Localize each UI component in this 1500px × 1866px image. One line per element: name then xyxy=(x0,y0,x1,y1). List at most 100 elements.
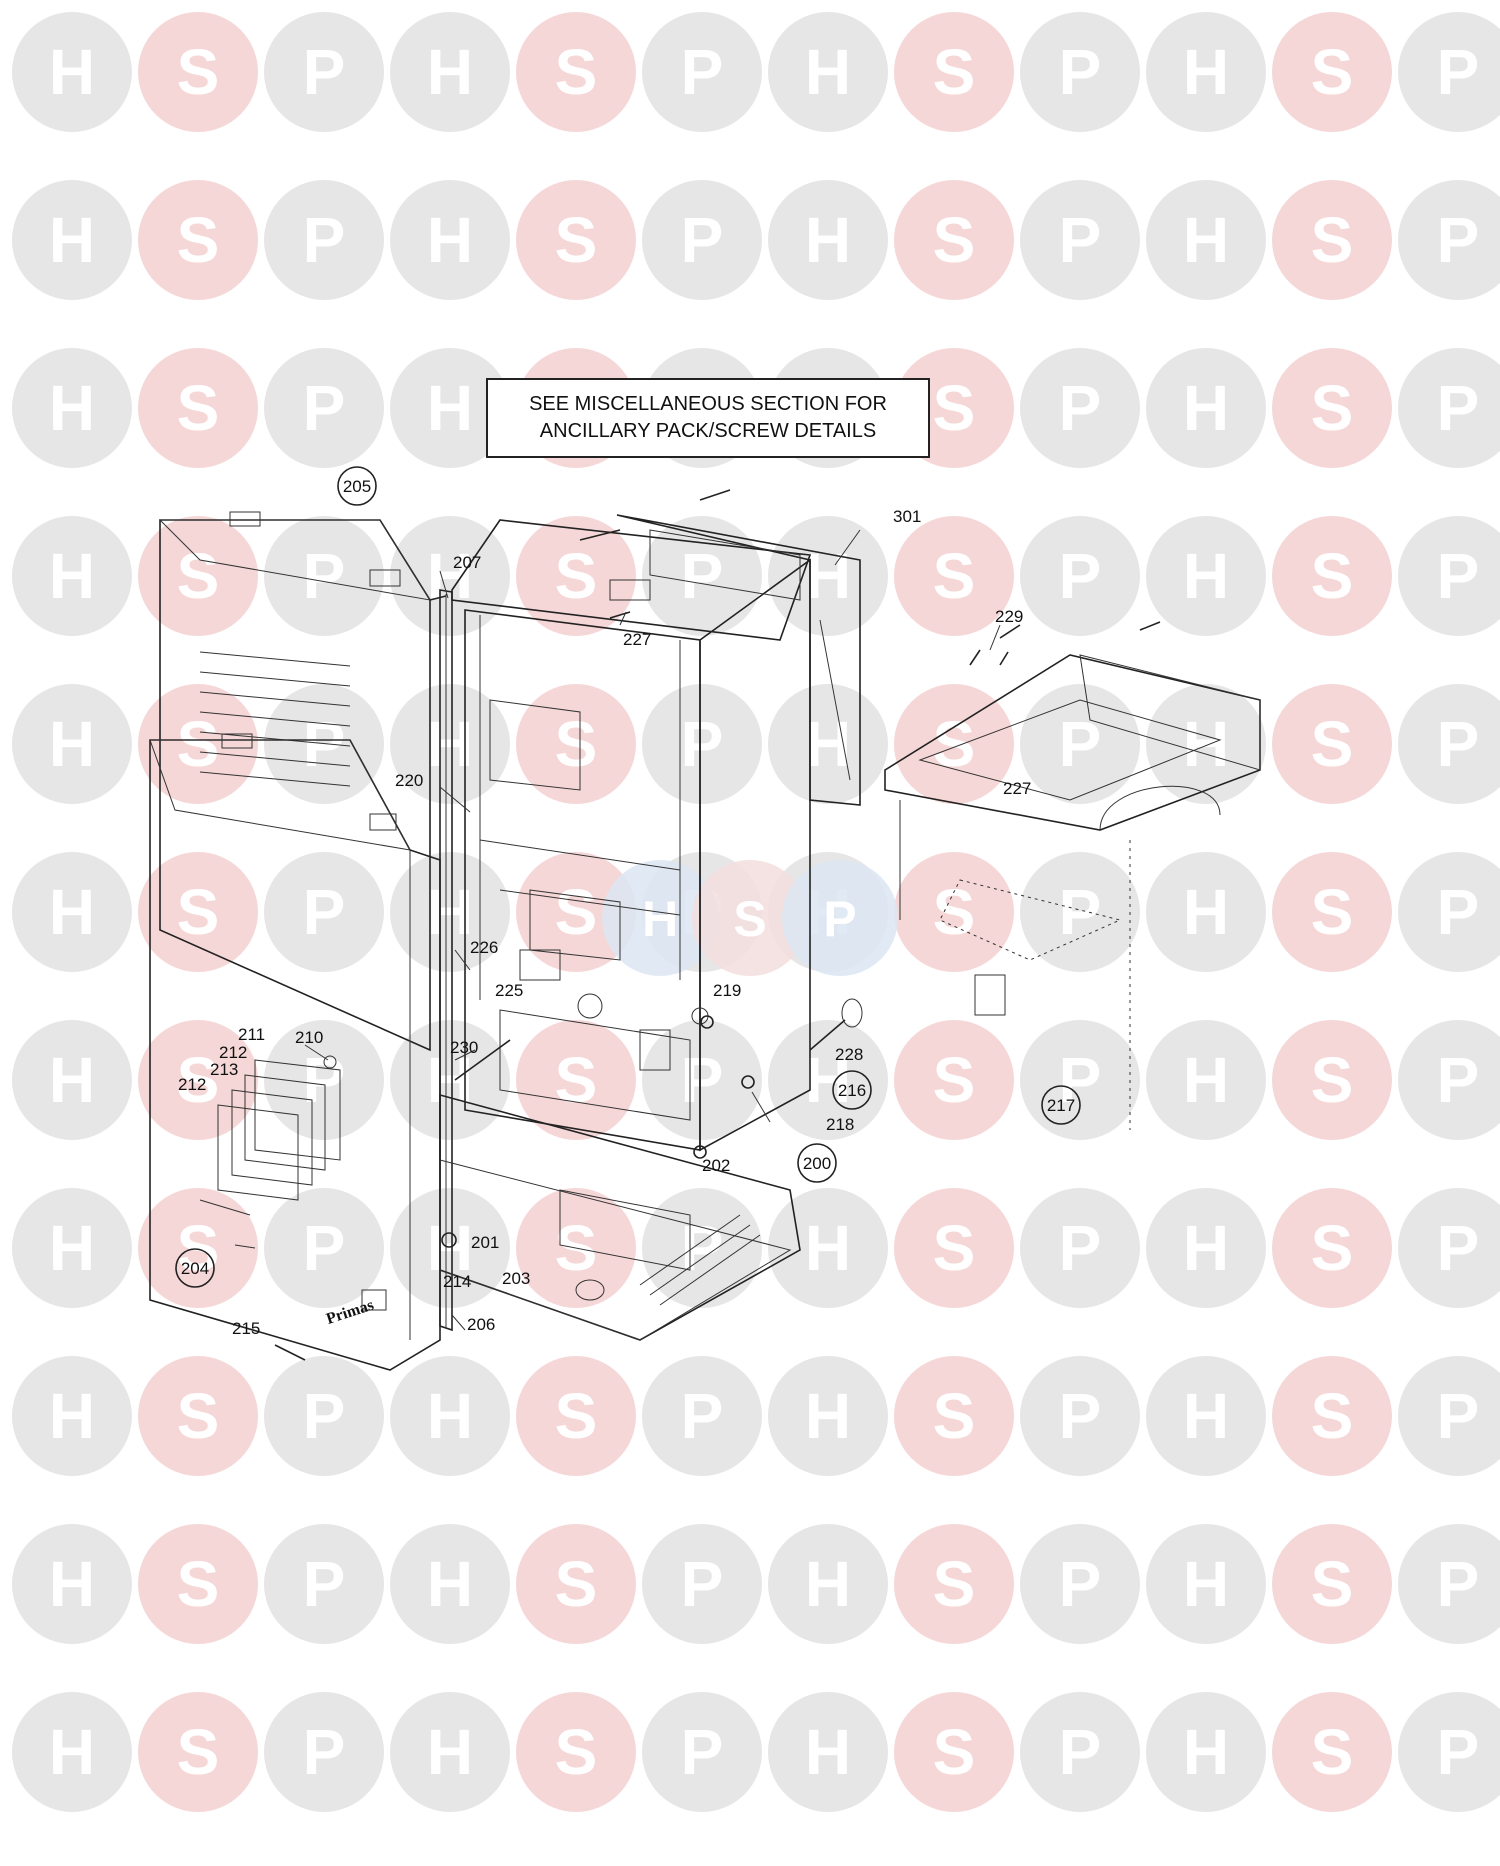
watermark-circle xyxy=(894,1524,1014,1644)
watermark-letter: P xyxy=(1437,1548,1480,1620)
watermark-letter: S xyxy=(933,708,976,780)
watermark-letter: H xyxy=(1183,1044,1229,1116)
watermark-letter: S xyxy=(933,1044,976,1116)
watermark-letter: P xyxy=(681,540,724,612)
callout-215: 215 xyxy=(232,1319,260,1338)
watermark-circle xyxy=(516,12,636,132)
watermark-letter: P xyxy=(1437,708,1480,780)
watermark-circle xyxy=(12,1188,132,1308)
watermark-circle xyxy=(1272,12,1392,132)
watermark-circle xyxy=(1146,1692,1266,1812)
watermark-circle xyxy=(1020,12,1140,132)
watermark-letter: S xyxy=(933,1548,976,1620)
watermark-letter: S xyxy=(177,1212,220,1284)
watermark-circle xyxy=(1272,1524,1392,1644)
watermark-circle xyxy=(642,1692,762,1812)
circled-callouts xyxy=(175,466,1081,1288)
watermark-circle xyxy=(642,1356,762,1476)
watermark-circle xyxy=(768,180,888,300)
watermark-circle xyxy=(1272,1188,1392,1308)
callout-230: 230 xyxy=(450,1038,478,1057)
watermark-circle xyxy=(12,12,132,132)
watermark-circle xyxy=(264,1020,384,1140)
watermark-letter: S xyxy=(933,540,976,612)
watermark-circle xyxy=(264,852,384,972)
rear-plate-301 xyxy=(579,489,861,806)
watermark-letter: P xyxy=(1437,372,1480,444)
watermark-letter: S xyxy=(555,1044,598,1116)
watermark-letter: S xyxy=(933,1716,976,1788)
callout-228: 228 xyxy=(835,1045,863,1064)
watermark-letter: S xyxy=(933,1212,976,1284)
watermark-letter: S xyxy=(555,708,598,780)
watermark-circle xyxy=(894,1188,1014,1308)
watermark-circle xyxy=(138,1356,258,1476)
watermark-letter: S xyxy=(177,1044,220,1116)
watermark-letter: S xyxy=(177,204,220,276)
base-tray-200-203 xyxy=(439,1093,801,1341)
callout-201: 201 xyxy=(471,1233,499,1252)
callout-212-upper: 212 xyxy=(219,1043,247,1062)
watermark-letter: S xyxy=(1311,1044,1354,1116)
watermark-letter: H xyxy=(49,1212,95,1284)
watermark-letter: P xyxy=(1059,36,1102,108)
ancillary-note-box: SEE MISCELLANEOUS SECTION FOR ANCILLARY … xyxy=(486,378,930,458)
watermark-circle xyxy=(1146,1356,1266,1476)
center-watermark-circle xyxy=(692,860,808,976)
callout-216: 216 xyxy=(838,1081,866,1100)
watermark-circle xyxy=(1272,180,1392,300)
watermark-circle xyxy=(1398,12,1500,132)
watermark-letter: S xyxy=(177,36,220,108)
watermark-letter: H xyxy=(805,1716,851,1788)
watermark-letter: H xyxy=(805,1380,851,1452)
watermark-letter: S xyxy=(555,540,598,612)
watermark-letter: S xyxy=(177,540,220,612)
watermark-circle xyxy=(138,180,258,300)
watermark-circle xyxy=(894,1692,1014,1812)
watermark-circle xyxy=(1020,1524,1140,1644)
callout-205: 205 xyxy=(343,477,371,496)
watermark-circle xyxy=(516,1020,636,1140)
watermark-letter: H xyxy=(805,1044,851,1116)
watermark-letter: H xyxy=(49,1044,95,1116)
watermark-circle xyxy=(1146,1188,1266,1308)
watermark-letter: S xyxy=(933,36,976,108)
watermark-letter: P xyxy=(681,1548,724,1620)
callout-200: 200 xyxy=(803,1154,831,1173)
watermark-circle xyxy=(768,684,888,804)
watermark-circle xyxy=(516,516,636,636)
watermark-circle xyxy=(1146,1524,1266,1644)
center-watermark-letter: H xyxy=(642,891,678,947)
watermark-letter: H xyxy=(49,1548,95,1620)
watermark-circle xyxy=(1146,12,1266,132)
watermark-letter: S xyxy=(933,372,976,444)
watermark-letter: S xyxy=(177,708,220,780)
watermark-circle xyxy=(894,180,1014,300)
watermark-letter: H xyxy=(1183,876,1229,948)
watermark-circle xyxy=(1020,516,1140,636)
watermark-letter: H xyxy=(427,1380,473,1452)
watermark-circle xyxy=(1146,684,1266,804)
callout-203: 203 xyxy=(502,1269,530,1288)
watermark-letter: S xyxy=(177,876,220,948)
callout-206: 206 xyxy=(467,1315,495,1334)
watermark-letter: H xyxy=(49,1716,95,1788)
note-line-2: ANCILLARY PACK/SCREW DETAILS xyxy=(539,420,877,442)
watermark-letter: H xyxy=(1183,1380,1229,1452)
callout-207: 207 xyxy=(453,553,481,572)
center-watermark-circle xyxy=(782,860,898,976)
watermark-letter: H xyxy=(805,708,851,780)
watermark-letter: H xyxy=(427,372,473,444)
watermark-circle xyxy=(1398,852,1500,972)
watermark-letter: H xyxy=(805,1548,851,1620)
watermark-letter: S xyxy=(1311,1380,1354,1452)
watermark-letter: P xyxy=(1437,540,1480,612)
watermark-circle xyxy=(1272,1020,1392,1140)
watermark-circle xyxy=(264,348,384,468)
callout-213: 213 xyxy=(210,1060,238,1079)
watermark-letter: P xyxy=(681,1380,724,1452)
watermark-letter: H xyxy=(427,1716,473,1788)
watermark-letter: H xyxy=(427,1548,473,1620)
watermark-circle xyxy=(768,1020,888,1140)
